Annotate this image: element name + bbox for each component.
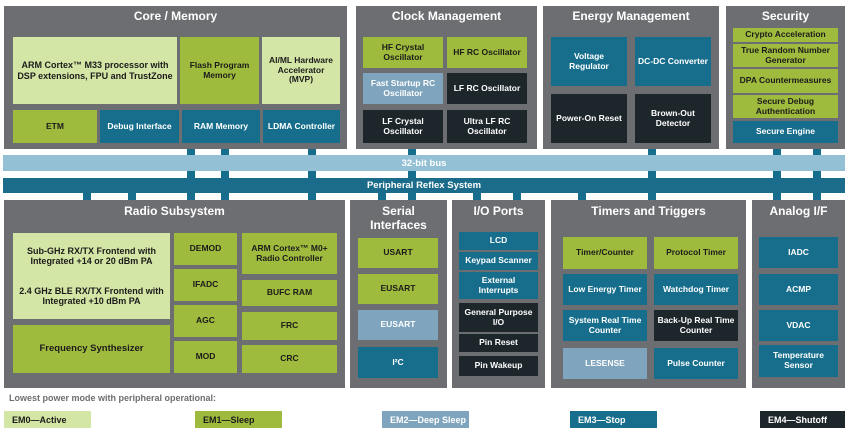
clock-title: Clock Management [391, 9, 502, 24]
crc-block: CRC [242, 345, 337, 373]
crypto-acceleration: Crypto Acceleration [733, 28, 838, 42]
agc-block: AGC [174, 305, 237, 337]
demod-block: DEMOD [174, 233, 237, 265]
core-memory-panel: Core / Memory ARM Cortex™ M33 processor … [4, 6, 347, 149]
keypad-scanner: Keypad Scanner [459, 252, 538, 270]
debug-interface-block: Debug Interface [100, 110, 179, 143]
radio-title: Radio Subsystem [124, 204, 225, 219]
watchdog-timer: Watchdog Timer [654, 274, 738, 305]
i2c-block: I²C [358, 347, 438, 378]
ble-frontend: 2.4 GHz BLE RX/TX Frontend with Integrat… [19, 285, 164, 306]
pin-reset-block: Pin Reset [459, 334, 538, 352]
security-panel: Security Crypto Acceleration True Random… [726, 6, 845, 149]
legend-em1: EM1—Sleep [195, 411, 282, 428]
lf-rc-osc: LF RC Oscillator [447, 73, 527, 104]
lesense-block: LESENSE [563, 348, 647, 379]
low-energy-timer: Low Energy Timer [563, 274, 647, 305]
cpu-block: ARM Cortex™ M33 processor with DSP exten… [13, 37, 177, 104]
temperature-sensor: Temperature Sensor [759, 345, 838, 377]
pin-wakeup-block: Pin Wakeup [459, 356, 538, 376]
protocol-timer: Protocol Timer [654, 237, 738, 269]
secure-engine-block: Secure Engine [733, 121, 838, 143]
bus-32bit: 32-bit bus [3, 155, 845, 171]
bufc-ram-block: BUFC RAM [242, 280, 337, 306]
ram-block: RAM Memory [182, 110, 260, 143]
legend-em2: EM2—Deep Sleep [382, 411, 469, 428]
timers-panel: Timers and Triggers Timer/Counter Protoc… [551, 200, 746, 388]
m0-radio-controller: ARM Cortex™ M0+ Radio Controller [242, 233, 337, 274]
serial-panel: Serial Interfaces USART EUSART EUSART I²… [350, 200, 447, 388]
voltage-regulator: Voltage Regulator [551, 37, 627, 86]
ldma-block: LDMA Controller [263, 110, 340, 143]
etm-block: ETM [13, 110, 97, 143]
trng-block: True Random Number Generator [733, 44, 838, 67]
clock-panel: Clock Management HF Crystal Oscillator H… [356, 6, 537, 149]
energy-panel: Energy Management Voltage Regulator DC-D… [543, 6, 719, 149]
vdac-block: VDAC [759, 310, 838, 341]
lf-crystal-osc: LF Crystal Oscillator [363, 110, 443, 143]
security-title: Security [761, 9, 810, 24]
analog-title: Analog I/F [769, 204, 828, 219]
eusart-block-2: EUSART [358, 310, 438, 340]
io-panel: I/O Ports LCD Keypad Scanner External In… [452, 200, 545, 388]
flash-block: Flash Program Memory [180, 37, 259, 104]
external-interrupts: External Interrupts [459, 272, 538, 299]
timers-title: Timers and Triggers [591, 204, 706, 219]
brown-out-detector: Brown-Out Detector [635, 94, 711, 143]
ulf-rc-osc: Ultra LF RC Oscillator [447, 110, 527, 143]
io-title: I/O Ports [473, 204, 524, 219]
eusart-block-1: EUSART [358, 274, 438, 304]
gpio-block: General Purpose I/O [459, 303, 538, 332]
pulse-counter: Pulse Counter [654, 348, 738, 379]
energy-title: Energy Management [572, 9, 690, 24]
hf-rc-osc: HF RC Oscillator [447, 37, 527, 68]
secure-debug-block: Secure Debug Authentication [733, 95, 838, 118]
backup-rtc: Back-Up Real Time Counter [654, 310, 738, 341]
ifadc-block: IFADC [174, 269, 237, 301]
power-on-reset: Power-On Reset [551, 94, 627, 143]
serial-title: Serial Interfaces [370, 204, 427, 232]
dpa-block: DPA Countermeasures [733, 69, 838, 93]
mvp-block: AI/ML Hardware Accelerator (MVP) [262, 37, 340, 104]
hf-crystal-osc: HF Crystal Oscillator [363, 37, 443, 68]
legend-em3: EM3—Stop [570, 411, 657, 428]
dcdc-converter: DC-DC Converter [635, 37, 711, 86]
legend-title: Lowest power mode with peripheral operat… [9, 393, 217, 403]
subghz-frontend: Sub-GHz RX/TX Frontend with Integrated +… [27, 245, 156, 266]
frequency-synthesizer: Frequency Synthesizer [13, 325, 170, 373]
frc-block: FRC [242, 312, 337, 340]
legend-em0: EM0—Active [4, 411, 91, 428]
mod-block: MOD [174, 341, 237, 373]
iadc-block: IADC [759, 237, 838, 268]
lcd-block: LCD [459, 232, 538, 250]
usart-block: USART [358, 238, 438, 268]
peripheral-reflex-system: Peripheral Reflex System [3, 178, 845, 193]
system-rtc: System Real Time Counter [563, 310, 647, 341]
frontend-group: Sub-GHz RX/TX Frontend with Integrated +… [13, 233, 170, 319]
timer-counter: Timer/Counter [563, 237, 647, 269]
acmp-block: ACMP [759, 274, 838, 305]
fast-startup-osc: Fast Startup RC Oscillator [363, 73, 443, 104]
legend-em4: EM4—Shutoff [760, 411, 845, 428]
radio-panel: Radio Subsystem Sub-GHz RX/TX Frontend w… [4, 200, 345, 388]
analog-panel: Analog I/F IADC ACMP VDAC Temperature Se… [752, 200, 845, 388]
core-memory-title: Core / Memory [133, 9, 218, 24]
